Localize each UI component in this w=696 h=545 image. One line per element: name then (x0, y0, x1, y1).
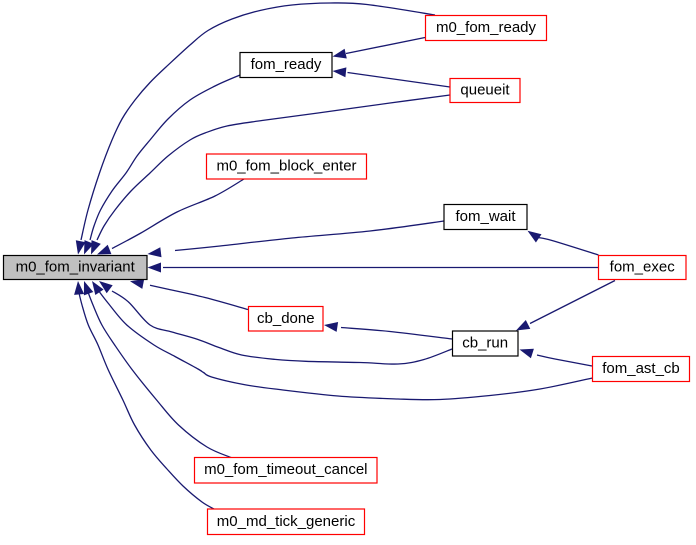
svg-text:fom_exec: fom_exec (610, 259, 676, 276)
svg-text:m0_fom_invariant: m0_fom_invariant (16, 259, 136, 276)
svg-text:fom_ready: fom_ready (251, 56, 322, 73)
svg-text:fom_wait: fom_wait (455, 208, 516, 225)
svg-text:queueit: queueit (460, 82, 510, 99)
svg-text:m0_md_tick_generic: m0_md_tick_generic (217, 513, 356, 530)
svg-text:m0_fom_timeout_cancel: m0_fom_timeout_cancel (204, 461, 367, 478)
svg-text:cb_done: cb_done (257, 310, 315, 327)
svg-text:m0_fom_ready: m0_fom_ready (436, 19, 537, 36)
svg-text:cb_run: cb_run (462, 335, 508, 352)
svg-text:fom_ast_cb: fom_ast_cb (602, 360, 680, 377)
svg-text:m0_fom_block_enter: m0_fom_block_enter (216, 158, 356, 175)
